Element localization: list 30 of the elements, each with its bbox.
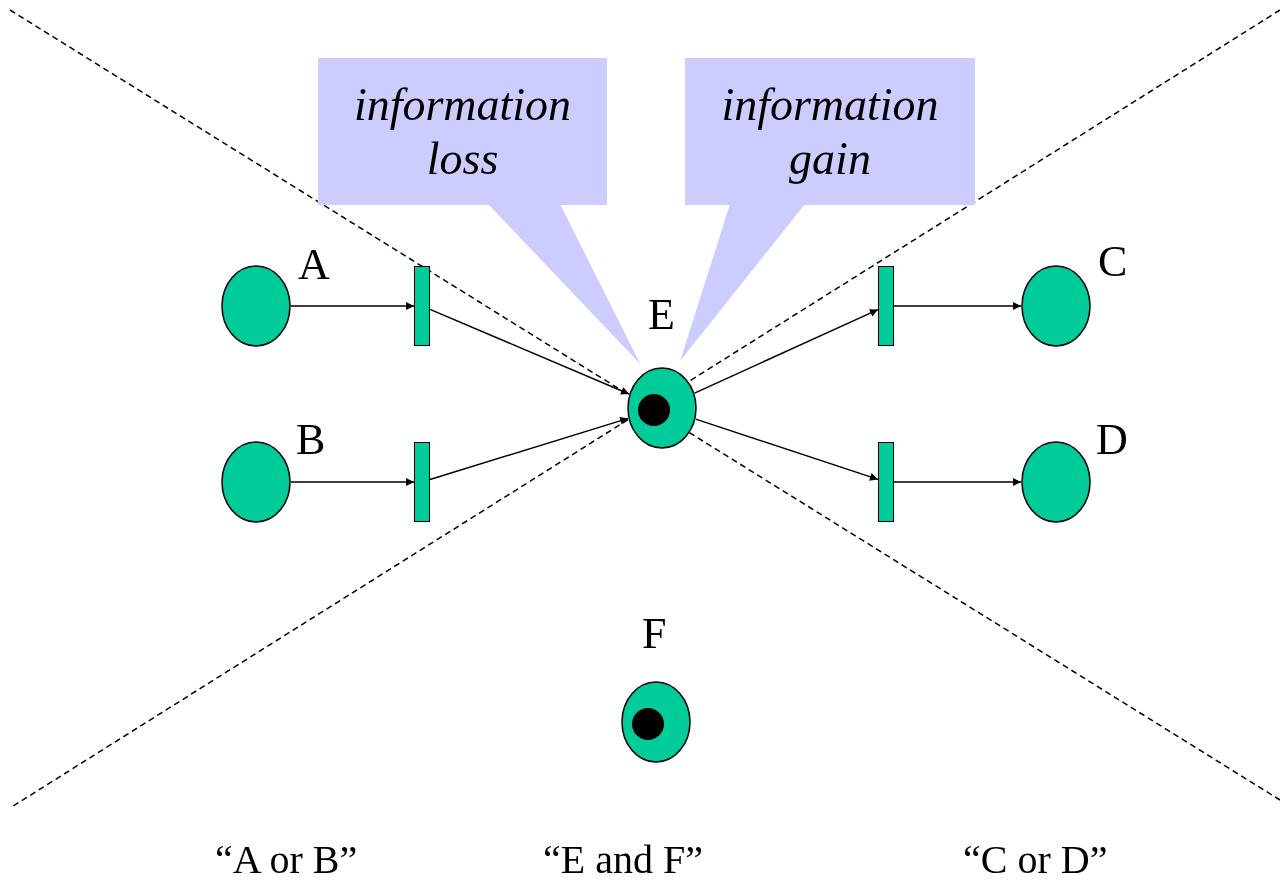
place-circle [1021,265,1091,347]
place-label: F [642,612,667,656]
place-circle [221,265,291,347]
transition-bar [414,442,430,522]
place-label: C [1098,240,1128,284]
arc-arrow [290,478,415,486]
transition-bar [878,442,894,522]
region-caption: “E and F” [543,838,703,882]
place-label: D [1096,418,1128,462]
region-caption: “A or B” [215,838,358,882]
place-circle [621,681,691,763]
transition-bar [414,266,430,346]
place-label: A [298,243,330,287]
arc-arrow [893,478,1022,486]
place-circle [627,367,697,449]
arc-arrow [693,308,879,394]
callout-box: information loss [318,58,607,205]
arc-arrow [893,302,1022,310]
region-caption: “C or D” [963,838,1108,882]
callout-pointer [680,204,805,361]
place-label: E [648,293,675,337]
arc-arrow [429,416,629,481]
place-circle [1021,441,1091,523]
place-label: B [296,418,326,462]
arc-arrow [290,302,415,310]
callout-pointer [488,204,641,364]
transition-bar [878,266,894,346]
arc-arrow [429,308,630,395]
arc-arrow [694,418,879,481]
place-circle [221,441,291,523]
